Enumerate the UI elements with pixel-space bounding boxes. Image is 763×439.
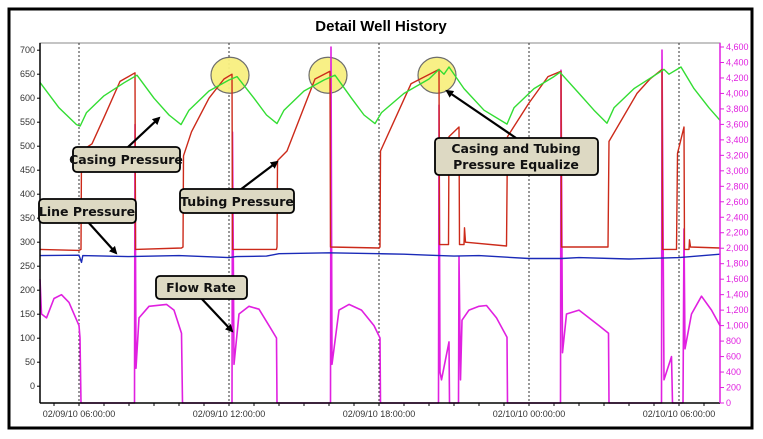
- equalize-highlight-circle: [417, 56, 457, 94]
- left-tick-label: 300: [20, 237, 35, 247]
- left-tick-label: 50: [25, 357, 35, 367]
- right-tick-label: 1,400: [726, 290, 749, 300]
- right-tick-label: 3,200: [726, 150, 749, 160]
- left-tick-label: 550: [20, 117, 35, 127]
- right-tick-label: 1,000: [726, 321, 749, 331]
- arrow-icon: [200, 297, 234, 333]
- right-tick-label: 1,200: [726, 305, 749, 315]
- left-tick-label: 250: [20, 261, 35, 271]
- callout-tubing-pressure: Tubing Pressure: [179, 160, 295, 214]
- left-tick-label: 600: [20, 93, 35, 103]
- left-tick-label: 350: [20, 213, 35, 223]
- right-tick-label: 2,400: [726, 212, 749, 222]
- callout-label: Flow Rate: [166, 280, 236, 295]
- callout-casing-pressure: Casing Pressure: [69, 116, 183, 173]
- equalize-highlight-circle: [308, 56, 348, 94]
- x-tick-label: 02/09/10 12:00:00: [193, 409, 266, 419]
- right-tick-label: 2,800: [726, 181, 749, 191]
- right-tick-label: 600: [726, 352, 741, 362]
- right-tick-label: 1,600: [726, 274, 749, 284]
- x-tick-label: 02/10/10 06:00:00: [643, 409, 716, 419]
- right-tick-label: 4,400: [726, 57, 749, 67]
- right-tick-label: 0: [726, 398, 731, 408]
- callout-line-pressure: Line Pressure: [38, 198, 137, 255]
- callout-label: Tubing Pressure: [180, 194, 294, 209]
- left-tick-label: 0: [30, 381, 35, 391]
- axes: 0 50 100 150 200 250 300 350 400 450 500 550 600 650 7…: [20, 42, 749, 419]
- right-tick-label: 2,200: [726, 228, 749, 238]
- callout-label-line2: Pressure Equalize: [453, 157, 579, 172]
- right-tick-label: 800: [726, 336, 741, 346]
- left-tick-label: 450: [20, 165, 35, 175]
- x-tick-label: 02/09/10 06:00:00: [43, 409, 116, 419]
- callout-label-line1: Casing and Tubing: [451, 141, 580, 156]
- left-tick-label: 700: [20, 45, 35, 55]
- x-tick-label: 02/09/10 18:00:00: [343, 409, 416, 419]
- right-tick-label: 4,200: [726, 73, 749, 83]
- left-tick-label: 200: [20, 285, 35, 295]
- left-tick-label: 400: [20, 189, 35, 199]
- right-tick-label: 1,800: [726, 259, 749, 269]
- right-tick-label: 3,000: [726, 166, 749, 176]
- right-tick-label: 4,000: [726, 88, 749, 98]
- arrow-icon: [126, 116, 161, 149]
- callout-flow-rate: Flow Rate: [155, 275, 248, 333]
- right-tick-label: 3,600: [726, 119, 749, 129]
- right-tick-label: 400: [726, 367, 741, 377]
- right-tick-label: 3,800: [726, 104, 749, 114]
- callout-label: Casing Pressure: [69, 152, 183, 167]
- x-tick-label: 02/10/10 00:00:00: [493, 409, 566, 419]
- arrow-icon: [239, 160, 279, 191]
- right-tick-label: 4,600: [726, 42, 749, 52]
- right-tick-label: 200: [726, 383, 741, 393]
- callout-label: Line Pressure: [39, 204, 135, 219]
- left-tick-label: 100: [20, 333, 35, 343]
- right-tick-label: 2,600: [726, 197, 749, 207]
- left-tick-label: 650: [20, 69, 35, 79]
- right-tick-label: 3,400: [726, 135, 749, 145]
- left-tick-label: 500: [20, 141, 35, 151]
- chart-title: Detail Well History: [315, 18, 447, 35]
- series-line-casing-pressure: [39, 66, 721, 127]
- arrow-icon: [87, 221, 118, 255]
- right-tick-label: 2,000: [726, 243, 749, 253]
- left-tick-label: 150: [20, 309, 35, 319]
- callout-equalize: Casing and Tubing Pressure Equalize: [434, 89, 599, 176]
- series-line-line-pressure: [39, 252, 721, 264]
- arrow-icon: [445, 89, 517, 139]
